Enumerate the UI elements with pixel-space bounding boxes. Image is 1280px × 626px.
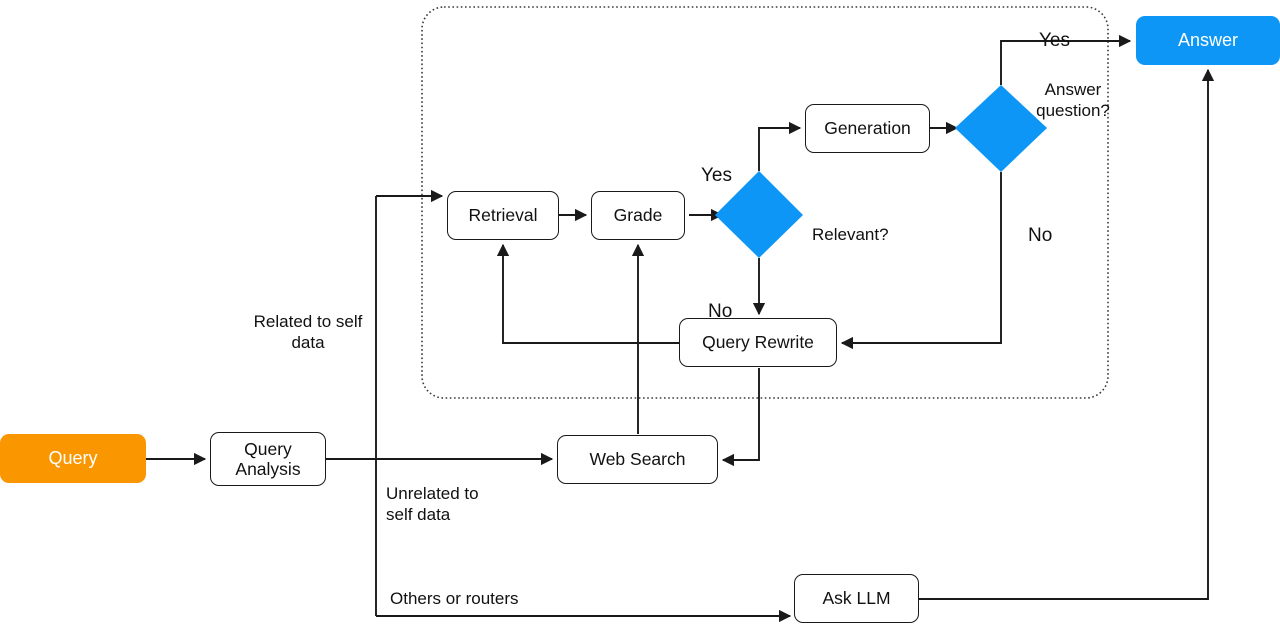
node-ask-llm[interactable]: Ask LLM <box>794 574 919 623</box>
node-retrieval-label: Retrieval <box>468 205 538 226</box>
node-web-search[interactable]: Web Search <box>557 435 718 484</box>
node-web-search-label: Web Search <box>589 449 686 470</box>
node-query-rewrite-label: Query Rewrite <box>702 332 814 353</box>
edge-query-rewrite-to-web-search <box>721 368 760 467</box>
label-answer-question: Answer question? <box>1036 80 1110 120</box>
edge-label-unrelated-to-self-data: Unrelated to self data <box>386 484 479 524</box>
node-generation-label: Generation <box>824 118 911 139</box>
edge-label-others-or-routers: Others or routers <box>390 589 519 609</box>
edge-label-answer-question-yes: Yes <box>1039 29 1070 51</box>
edge-ask-llm-to-answer <box>890 68 1215 600</box>
edge-label-relevant-no: No <box>708 300 733 322</box>
node-answer[interactable]: Answer <box>1136 16 1280 65</box>
node-query-analysis[interactable]: Query Analysis <box>210 432 326 486</box>
node-grade-label: Grade <box>613 205 663 226</box>
edge-query-rewrite-to-retrieval <box>496 243 679 344</box>
node-retrieval[interactable]: Retrieval <box>447 191 559 240</box>
node-answer-label: Answer <box>1177 30 1239 51</box>
label-relevant: Relevant? <box>812 225 889 245</box>
node-query[interactable]: Query <box>0 434 146 483</box>
edge-label-relevant-yes: Yes <box>701 164 732 186</box>
edge-relevant-yes-to-generation <box>758 121 802 171</box>
node-query-rewrite[interactable]: Query Rewrite <box>679 318 837 367</box>
edge-answer-question-no-to-query-rewrite <box>840 172 1002 350</box>
edge-label-answer-question-no: No <box>1028 224 1053 246</box>
node-query-analysis-label: Query Analysis <box>235 438 301 479</box>
node-grade[interactable]: Grade <box>591 191 685 240</box>
node-generation[interactable]: Generation <box>805 104 930 153</box>
node-ask-llm-label: Ask LLM <box>822 588 891 609</box>
node-query-label: Query <box>48 448 98 469</box>
edge-label-related-to-self-data: Related to self data <box>253 312 363 352</box>
